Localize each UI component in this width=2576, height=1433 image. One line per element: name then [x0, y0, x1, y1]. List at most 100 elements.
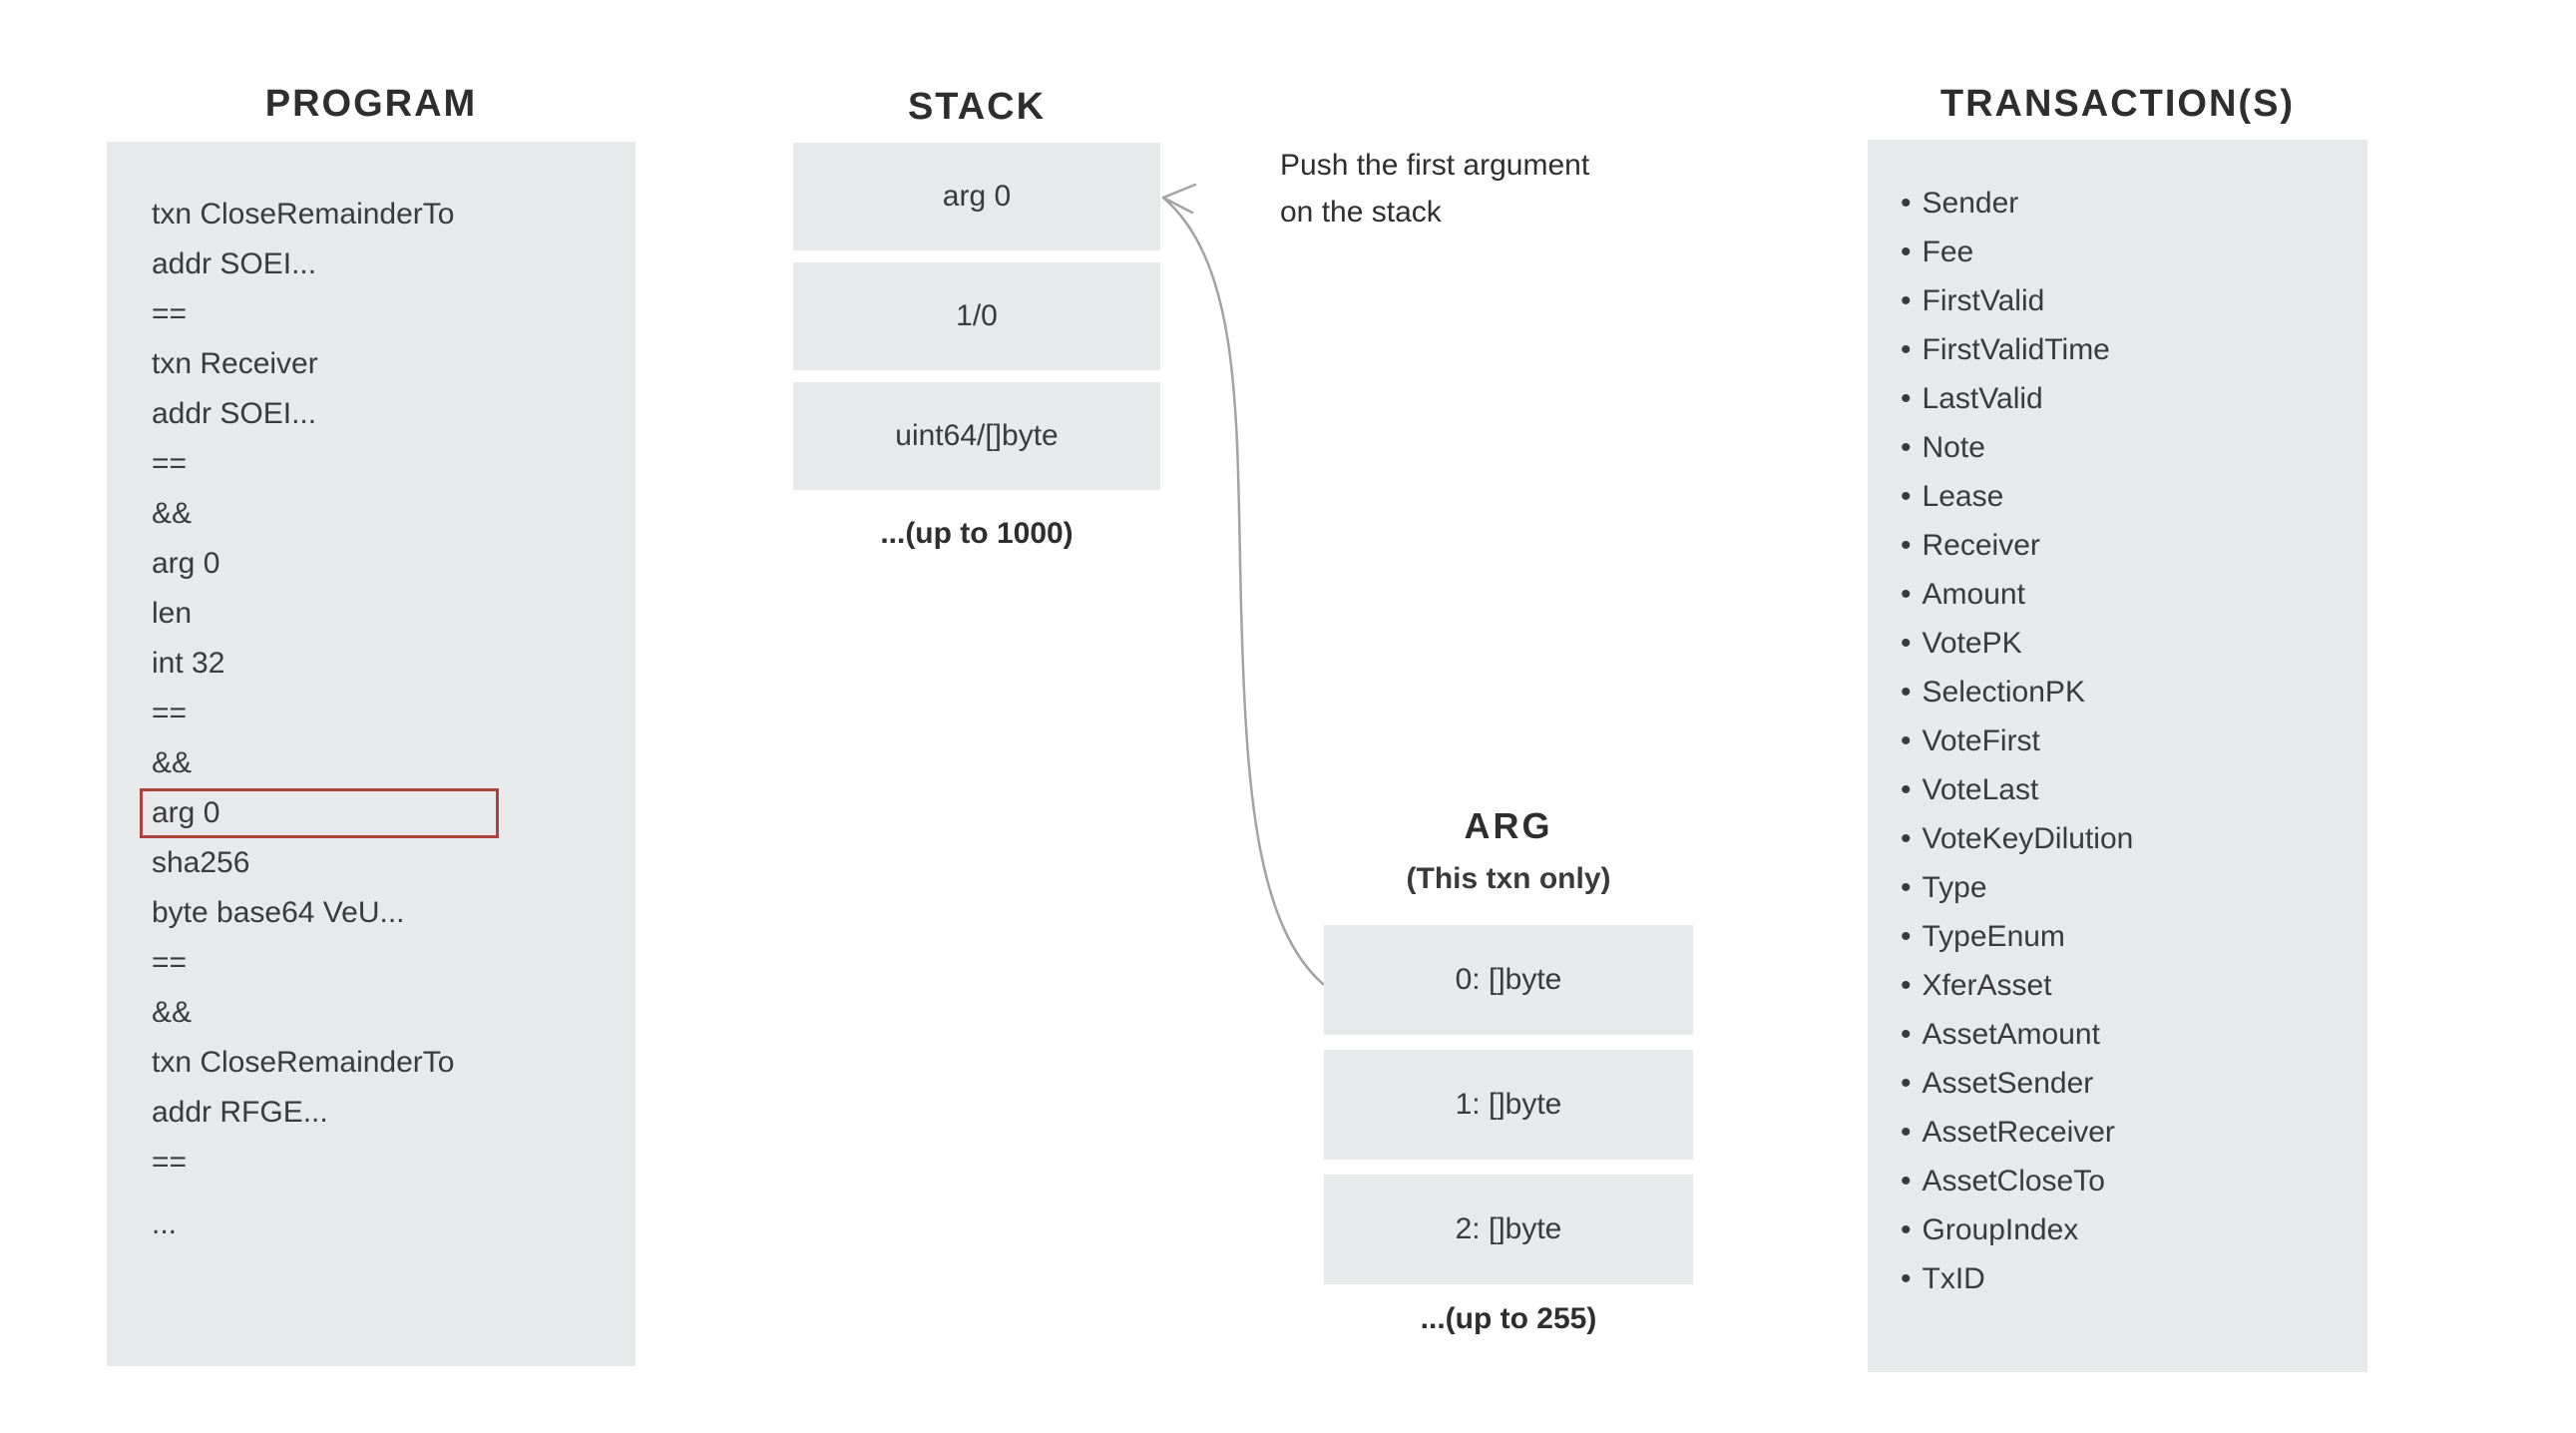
- arg-slot: 1: []byte: [1324, 1050, 1693, 1160]
- bullet-icon: •: [1901, 480, 1912, 513]
- bullet-icon: •: [1901, 382, 1912, 415]
- program-code-line: addr SOEI...: [152, 397, 317, 430]
- transaction-field-item: • GroupIndex: [1901, 1205, 2360, 1254]
- transaction-field-label: FirstValid: [1922, 284, 2045, 317]
- transaction-field-item: • XferAsset: [1901, 961, 2360, 1010]
- transaction-field-label: TypeEnum: [1922, 920, 2065, 953]
- transaction-field-label: VoteLast: [1922, 773, 2039, 806]
- transaction-field-item: • VoteLast: [1901, 765, 2360, 814]
- transaction-field-label: Type: [1922, 871, 1987, 904]
- transaction-field-label: Receiver: [1922, 529, 2040, 562]
- arg-footnote: ...(up to 255): [1420, 1302, 1597, 1335]
- transaction-field-label: LastValid: [1922, 382, 2043, 415]
- program-code-line: addr RFGE...: [152, 1096, 328, 1129]
- arg-slot-list: 0: []byte 1: []byte 2: []byte: [1324, 925, 1693, 1284]
- bullet-icon: •: [1901, 920, 1912, 953]
- bullet-icon: •: [1901, 578, 1912, 611]
- program-code-line: arg 0: [152, 547, 220, 580]
- bullet-icon: •: [1901, 676, 1912, 709]
- program-code-line: int 32: [152, 647, 225, 680]
- program-panel: [107, 142, 636, 1366]
- stack-slot-list: arg 0 1/0 uint64/[]byte: [793, 143, 1160, 490]
- transaction-field-item: • Sender: [1901, 179, 2360, 228]
- program-code-line: ==: [152, 697, 188, 729]
- push-annotation-line2: on the stack: [1280, 196, 1442, 229]
- transaction-field-label: Lease: [1922, 480, 2004, 513]
- stack-slot: 1/0: [793, 262, 1160, 370]
- transaction-field-label: AssetSender: [1922, 1067, 2094, 1100]
- transaction-field-item: • TypeEnum: [1901, 912, 2360, 961]
- program-code-line: byte base64 VeU...: [152, 896, 405, 929]
- bullet-icon: •: [1901, 871, 1912, 904]
- program-code-line: ...: [152, 1207, 178, 1240]
- transaction-field-label: GroupIndex: [1922, 1213, 2079, 1246]
- transaction-field-label: VoteFirst: [1922, 724, 2040, 757]
- arg-slot: 2: []byte: [1324, 1175, 1693, 1284]
- transaction-field-item: • AssetCloseTo: [1901, 1157, 2360, 1205]
- transaction-field-item: • VoteFirst: [1901, 716, 2360, 765]
- transaction-field-item: • Lease: [1901, 472, 2360, 521]
- bullet-icon: •: [1901, 333, 1912, 366]
- transaction-field-item: • LastValid: [1901, 374, 2360, 423]
- stack-footnote: ...(up to 1000): [880, 517, 1073, 550]
- transactions-column-title: TRANSACTION(S): [1939, 83, 2296, 125]
- bullet-icon: •: [1901, 822, 1912, 855]
- transactions-panel: [1868, 140, 2367, 1372]
- program-code-line: arg 0: [140, 788, 499, 838]
- bullet-icon: •: [1901, 773, 1912, 806]
- arg-column-title: ARG: [1464, 805, 1553, 846]
- program-code-line: &&: [152, 746, 193, 779]
- bullet-icon: •: [1901, 1067, 1912, 1100]
- program-code-line: &&: [152, 996, 193, 1029]
- bullet-icon: •: [1901, 1262, 1912, 1295]
- push-annotation-line1: Push the first argument: [1280, 149, 1590, 182]
- program-code-line: ==: [152, 447, 188, 480]
- bullet-icon: •: [1901, 1165, 1912, 1197]
- bullet-icon: •: [1901, 1018, 1912, 1051]
- bullet-icon: •: [1901, 724, 1912, 757]
- transaction-field-label: AssetReceiver: [1922, 1116, 2115, 1149]
- transaction-field-item: • Note: [1901, 423, 2360, 472]
- bullet-icon: •: [1901, 1213, 1912, 1246]
- transaction-field-item: • VoteKeyDilution: [1901, 814, 2360, 863]
- transaction-field-item: • AssetReceiver: [1901, 1108, 2360, 1157]
- program-code-line: txn CloseRemainderTo: [152, 1046, 455, 1079]
- transaction-field-item: • TxID: [1901, 1254, 2360, 1303]
- stack-slot: uint64/[]byte: [793, 382, 1160, 490]
- program-code-line: addr SOEI...: [152, 247, 317, 280]
- transaction-field-label: Note: [1922, 431, 1985, 464]
- bullet-icon: •: [1901, 627, 1912, 660]
- program-code-line: len: [152, 597, 193, 630]
- program-code-line: &&: [152, 497, 193, 530]
- program-code-line: ==: [152, 297, 188, 330]
- push-annotation: Push the first argument on the stack: [1280, 142, 1589, 236]
- transaction-field-label: VotePK: [1922, 627, 2022, 660]
- program-code-line: sha256: [152, 846, 250, 879]
- bullet-icon: •: [1901, 529, 1912, 562]
- stack-slot: arg 0: [793, 143, 1160, 250]
- bullet-icon: •: [1901, 1116, 1912, 1149]
- transaction-field-label: FirstValidTime: [1922, 333, 2110, 366]
- program-code-list: txn CloseRemainderTo addr SOEI... == txn…: [140, 190, 631, 1249]
- transaction-field-item: • Type: [1901, 863, 2360, 912]
- program-column-title: PROGRAM: [264, 83, 478, 125]
- transaction-field-item: • AssetSender: [1901, 1059, 2360, 1108]
- transaction-field-label: Fee: [1922, 236, 1974, 268]
- bullet-icon: •: [1901, 969, 1912, 1002]
- transaction-field-item: • Receiver: [1901, 521, 2360, 570]
- bullet-icon: •: [1901, 236, 1912, 268]
- transaction-field-item: • VotePK: [1901, 619, 2360, 668]
- transaction-field-item: • FirstValidTime: [1901, 325, 2360, 374]
- transaction-field-item: • AssetAmount: [1901, 1010, 2360, 1059]
- bullet-icon: •: [1901, 187, 1912, 220]
- program-code-line: txn Receiver: [152, 347, 318, 380]
- arg-slot: 0: []byte: [1324, 925, 1693, 1035]
- transaction-field-label: TxID: [1922, 1262, 1985, 1295]
- transaction-field-label: XferAsset: [1922, 969, 2052, 1002]
- transaction-field-item: • Amount: [1901, 570, 2360, 619]
- transaction-field-label: AssetCloseTo: [1922, 1165, 2105, 1197]
- arg-subtitle: (This txn only): [1406, 862, 1611, 895]
- program-code-line: ==: [152, 946, 188, 979]
- stack-column-title: STACK: [907, 86, 1047, 128]
- transaction-field-label: VoteKeyDilution: [1922, 822, 2134, 855]
